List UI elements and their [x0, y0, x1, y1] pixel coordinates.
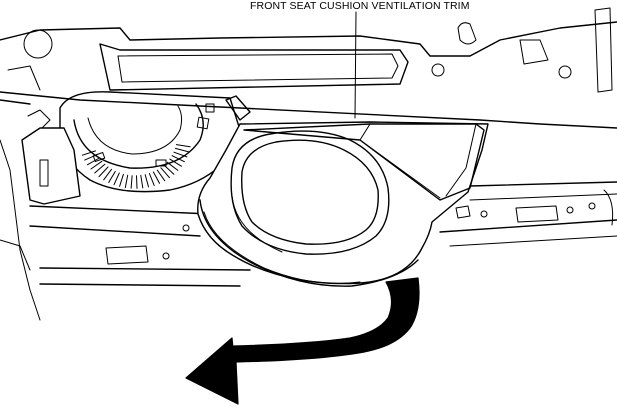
fan-blade — [169, 158, 182, 167]
fan-blade — [166, 161, 179, 171]
callout-label: FRONT SEAT CUSHION VENTILATION TRIM — [250, 0, 470, 12]
fan-blade — [148, 173, 155, 186]
fan-blade — [81, 150, 96, 156]
fan-blade — [173, 151, 188, 158]
fan-blade — [152, 171, 160, 184]
fan-blade — [94, 163, 106, 174]
fan-blade — [140, 174, 144, 189]
fan-blade — [175, 144, 191, 148]
fan-blade — [113, 172, 120, 186]
fan-blade — [103, 168, 112, 181]
seat-frame — [0, 7, 617, 321]
fan-blade — [87, 157, 100, 166]
fan-blade — [144, 174, 149, 188]
fan-blade — [90, 160, 103, 170]
removal-direction-arrow — [185, 277, 420, 405]
fan-blade — [124, 174, 129, 189]
fan-blade — [130, 175, 133, 189]
fan-blade — [108, 170, 116, 183]
ventilation-trim — [197, 121, 489, 287]
fan-blade — [98, 166, 109, 178]
fan-blade — [174, 147, 190, 153]
mounting-bracket — [21, 109, 81, 205]
fan-blade — [156, 169, 166, 182]
callout-leader-line — [354, 11, 357, 119]
blower-fan — [59, 91, 251, 193]
fan-blade — [136, 175, 138, 189]
fan-blade — [160, 167, 170, 179]
fan-blade — [163, 164, 175, 175]
fan-blade — [171, 155, 185, 163]
fan-blade — [119, 173, 124, 187]
